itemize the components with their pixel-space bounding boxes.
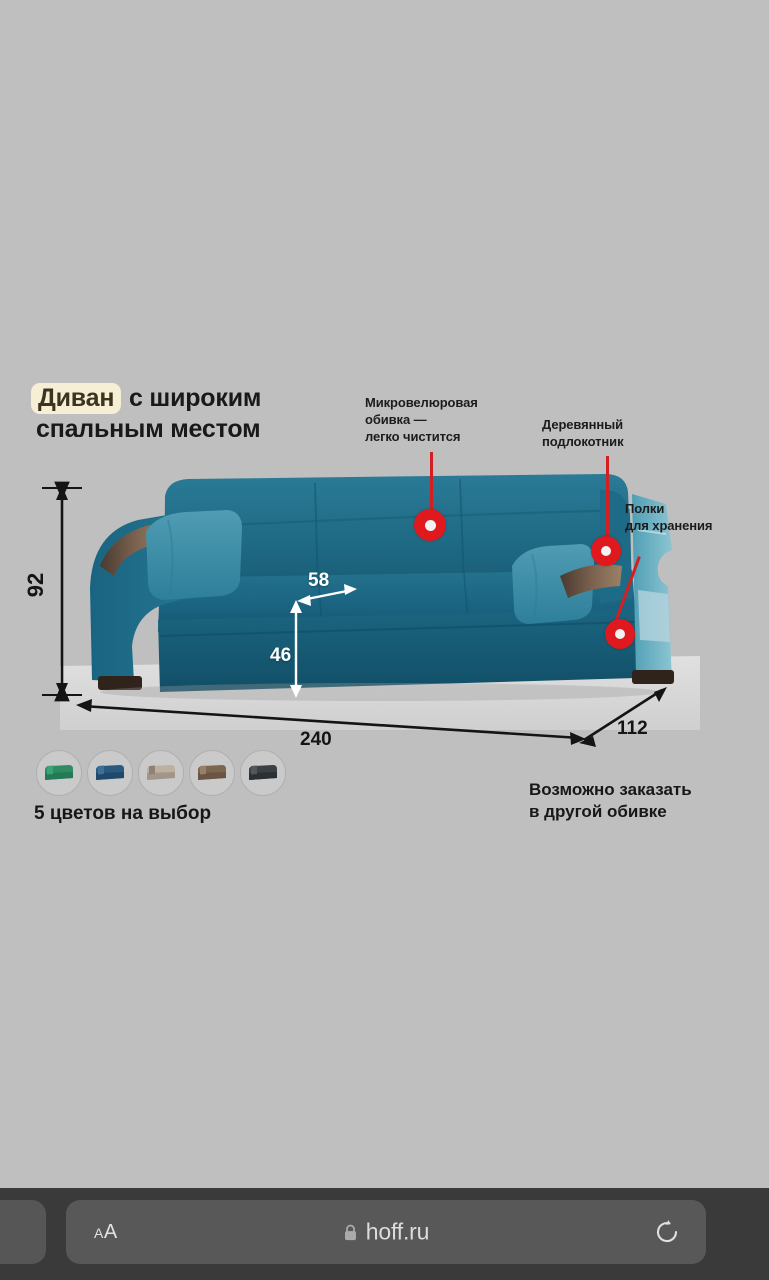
color-swatch-green[interactable]: [36, 750, 82, 796]
aa-large-letter: A: [103, 1221, 118, 1243]
dimension-label-seat-depth: 58: [308, 570, 330, 591]
title-highlight-word: Диван: [31, 383, 122, 414]
product-promo-image: Диван с широким спальным местом Микровел…: [0, 0, 769, 1188]
lock-icon: [344, 1224, 356, 1240]
page-title: Диван с широким спальным местом: [31, 383, 366, 444]
color-swatch-beige[interactable]: [138, 750, 184, 796]
aa-small-letter: A: [94, 1225, 104, 1241]
callout-label-shelves: Полки для хранения: [625, 501, 713, 533]
swatch-caption: 5 цветов на выбор: [34, 803, 212, 824]
callout-leader-fabric: [430, 452, 433, 514]
text-size-aa-button[interactable]: AA: [94, 1222, 118, 1242]
dimension-label-height: 92: [23, 572, 49, 598]
title-line-1: Диван с широким: [31, 383, 366, 414]
callout-marker-armrest[interactable]: [591, 536, 621, 566]
adjacent-tab-peek[interactable]: [0, 1200, 46, 1264]
url-display: hoff.ru: [66, 1219, 706, 1246]
color-swatch-row: [36, 750, 286, 796]
color-swatch-blue[interactable]: [87, 750, 133, 796]
reload-icon[interactable]: [654, 1219, 680, 1245]
callout-label-fabric: Микровелюровая обивка — легко чистится: [365, 395, 478, 444]
dimension-label-width: 240: [300, 729, 332, 750]
browser-bottom-bar: AA hoff.ru: [0, 1188, 769, 1280]
color-swatch-dark-gray[interactable]: [240, 750, 286, 796]
sofa-illustration: [60, 470, 700, 730]
callout-marker-shelves[interactable]: [605, 619, 635, 649]
callout-marker-fabric[interactable]: [414, 509, 446, 541]
url-text: hoff.ru: [365, 1218, 430, 1245]
title-line-2: спальным местом: [36, 415, 261, 443]
order-note: Возможно заказать в другой обивке: [529, 780, 692, 821]
callout-leader-armrest: [606, 456, 609, 542]
dimension-label-seat-height: 46: [270, 645, 292, 666]
color-swatch-brown[interactable]: [189, 750, 235, 796]
title-rest-line-1: с широким: [122, 384, 262, 412]
url-bar[interactable]: AA hoff.ru: [66, 1200, 706, 1264]
dimension-label-depth: 112: [617, 718, 648, 739]
callout-label-armrest: Деревянный подлокотник: [542, 417, 624, 449]
